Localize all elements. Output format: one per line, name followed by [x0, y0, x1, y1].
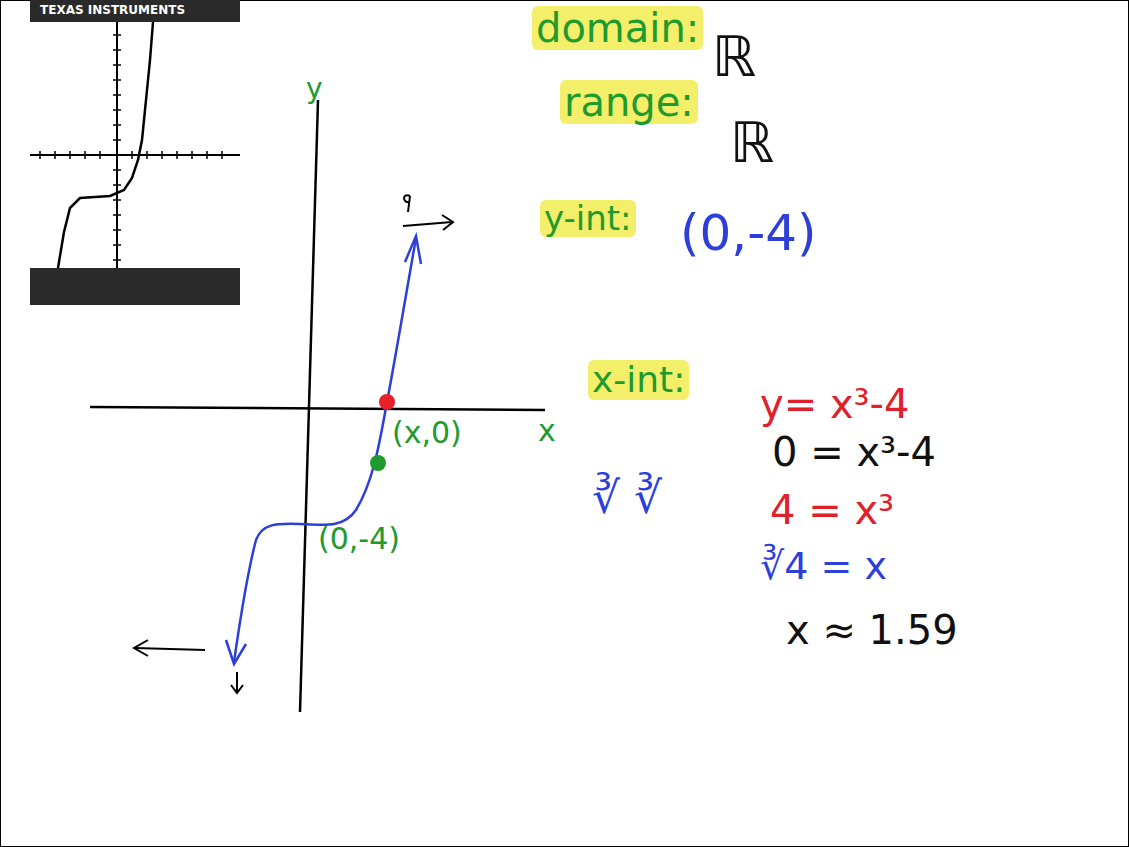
axis-label: y — [306, 74, 323, 105]
property-value: (0,-4) — [680, 206, 817, 261]
calculator-brand: TEXAS INSTRUMENTS — [40, 4, 185, 17]
property-heading: domain: — [532, 6, 703, 50]
equation-step: 4 = x³ — [770, 488, 894, 532]
point-label: (x,0) — [392, 416, 462, 449]
property-heading: range: — [560, 80, 698, 124]
root-symbols: ∛ ∛ — [592, 474, 662, 522]
property-heading: y-int: — [540, 200, 636, 237]
property-heading: x-int: — [588, 360, 689, 400]
point-label: (0,-4) — [318, 522, 400, 555]
equation-step: 0 = x³-4 — [772, 430, 936, 474]
axis-label: x — [538, 414, 556, 447]
property-value: ℝ — [730, 112, 774, 174]
equation-step: y= x³-4 — [760, 382, 910, 426]
equation-step: ∛4 = x — [760, 546, 887, 588]
equation-result: x ≈ 1.59 — [786, 608, 958, 652]
property-value: ℝ — [712, 26, 756, 88]
